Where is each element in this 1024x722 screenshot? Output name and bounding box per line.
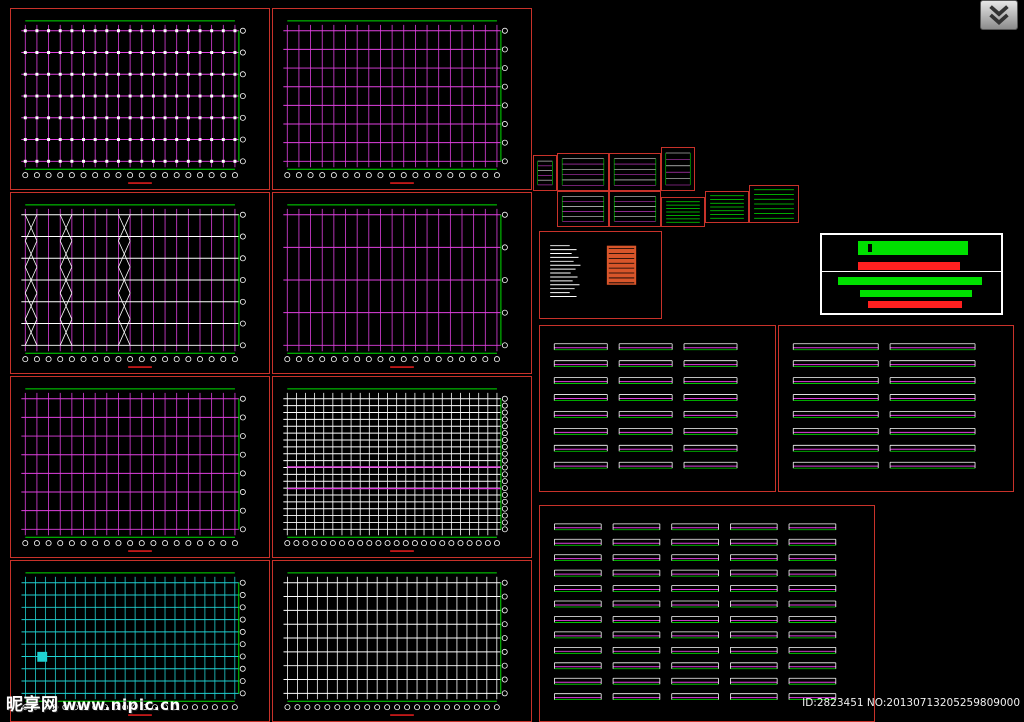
sheet-plan-8 <box>272 560 532 722</box>
legend-bar-red-2 <box>868 301 962 308</box>
sheet-detail-small-9 <box>749 185 799 223</box>
sheet-plan-3 <box>10 192 270 374</box>
notes-drawing <box>550 245 637 297</box>
sheet-detail-small-5 <box>557 191 609 227</box>
sheet-plan-2-drawing <box>283 20 508 184</box>
small-9-drawing <box>754 189 794 219</box>
sheet-detail-small-4 <box>661 147 695 191</box>
sheet-detail-small-7 <box>661 197 705 227</box>
sheet-detail-small-8 <box>705 191 749 223</box>
small-4-drawing <box>665 152 691 186</box>
sheet-plan-6 <box>272 376 532 558</box>
legend-divider <box>822 271 1001 272</box>
small-5-drawing <box>561 196 605 222</box>
sheet-detail-small-1 <box>533 155 557 191</box>
legend-bar-green-2 <box>838 277 982 285</box>
download-button[interactable] <box>980 0 1018 30</box>
sheet-plan-1-drawing <box>21 20 246 184</box>
watermark-image-id: ID:2823451 NO:20130713205259809000 <box>802 697 1020 709</box>
watermark-brand-text: 昵享网 <box>6 695 59 715</box>
title-legend-block <box>820 233 1003 315</box>
sheet-plan-8-drawing <box>283 572 508 716</box>
sheet-detail-small-3 <box>609 153 661 191</box>
legend-bar-green-3 <box>860 290 972 297</box>
members-2-drawing <box>792 343 976 469</box>
sheet-detail-small-2 <box>557 153 609 191</box>
legend-bar-green-1 <box>858 241 968 255</box>
sheet-plan-7-drawing <box>21 572 246 716</box>
small-2-drawing <box>561 158 605 186</box>
members-3-drawing <box>554 523 837 701</box>
sheet-plan-6-drawing <box>283 388 508 552</box>
double-chevron-down-icon <box>989 5 1009 25</box>
sheet-plan-1 <box>10 8 270 190</box>
sheet-plan-4-drawing <box>283 204 508 368</box>
small-3-drawing <box>613 158 657 186</box>
sheet-notes <box>539 231 662 319</box>
small-8-drawing <box>710 195 744 219</box>
sheet-members-1 <box>539 325 776 492</box>
small-7-drawing <box>666 201 700 223</box>
sheet-members-2 <box>778 325 1014 492</box>
sheet-plan-3-drawing <box>21 204 246 368</box>
sheet-plan-7 <box>10 560 270 722</box>
watermark-site: www.nipic.cn <box>62 696 181 714</box>
sheet-members-3 <box>539 505 875 722</box>
sheet-plan-2 <box>272 8 532 190</box>
legend-bar-white-1 <box>868 244 872 252</box>
sheet-plan-5 <box>10 376 270 558</box>
sheet-detail-small-6 <box>609 191 661 227</box>
small-6-drawing <box>613 196 657 222</box>
sheet-plan-5-drawing <box>21 388 246 552</box>
sheet-plan-4 <box>272 192 532 374</box>
members-1-drawing <box>553 343 738 469</box>
legend-bar-red-1 <box>858 262 960 270</box>
small-1-drawing <box>537 160 553 186</box>
